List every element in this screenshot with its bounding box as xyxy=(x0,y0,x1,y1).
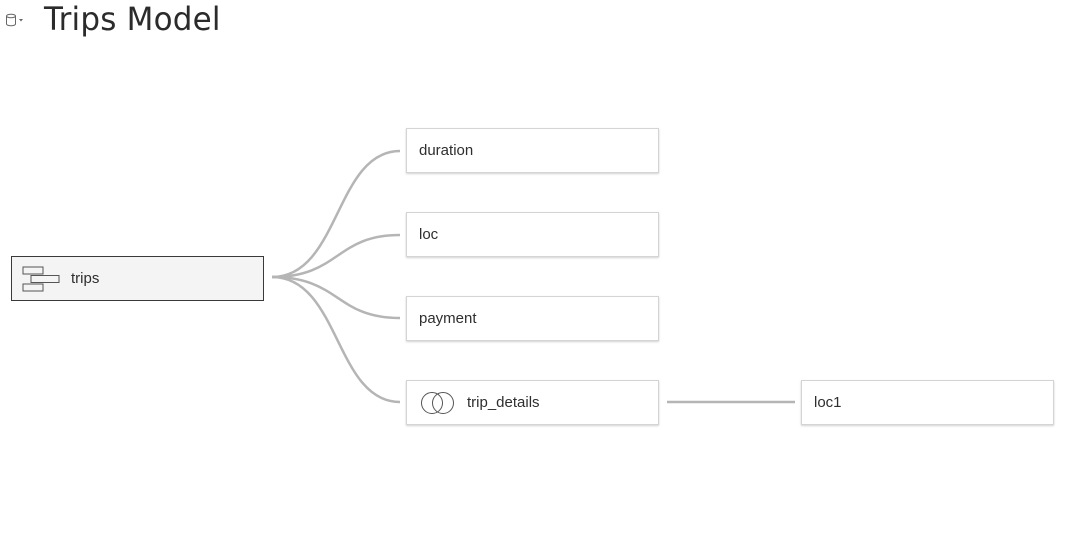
table-node-label: loc xyxy=(419,226,439,243)
page-title: Trips Model xyxy=(44,1,221,39)
table-node-label: trip_details xyxy=(467,394,540,411)
link-trips-trip-details xyxy=(271,275,401,404)
table-node-loc1[interactable]: loc1 xyxy=(801,380,1054,425)
link-trips-loc xyxy=(271,233,401,279)
table-node-loc[interactable]: loc xyxy=(406,212,659,257)
table-node-label: trips xyxy=(71,270,100,287)
table-node-trips[interactable]: trips xyxy=(11,256,264,301)
table-node-label: loc1 xyxy=(814,394,842,411)
link-trips-duration xyxy=(271,149,401,279)
datasource-icon[interactable] xyxy=(5,9,27,31)
table-node-trip-details[interactable]: trip_details xyxy=(406,380,659,425)
table-node-label: duration xyxy=(419,142,474,159)
table-node-duration[interactable]: duration xyxy=(406,128,659,173)
join-icon xyxy=(419,391,457,415)
table-node-label: payment xyxy=(419,310,477,327)
table-node-payment[interactable]: payment xyxy=(406,296,659,341)
header: Trips Model xyxy=(5,2,221,38)
link-trips-payment xyxy=(271,275,401,320)
logical-table-icon xyxy=(22,266,60,292)
